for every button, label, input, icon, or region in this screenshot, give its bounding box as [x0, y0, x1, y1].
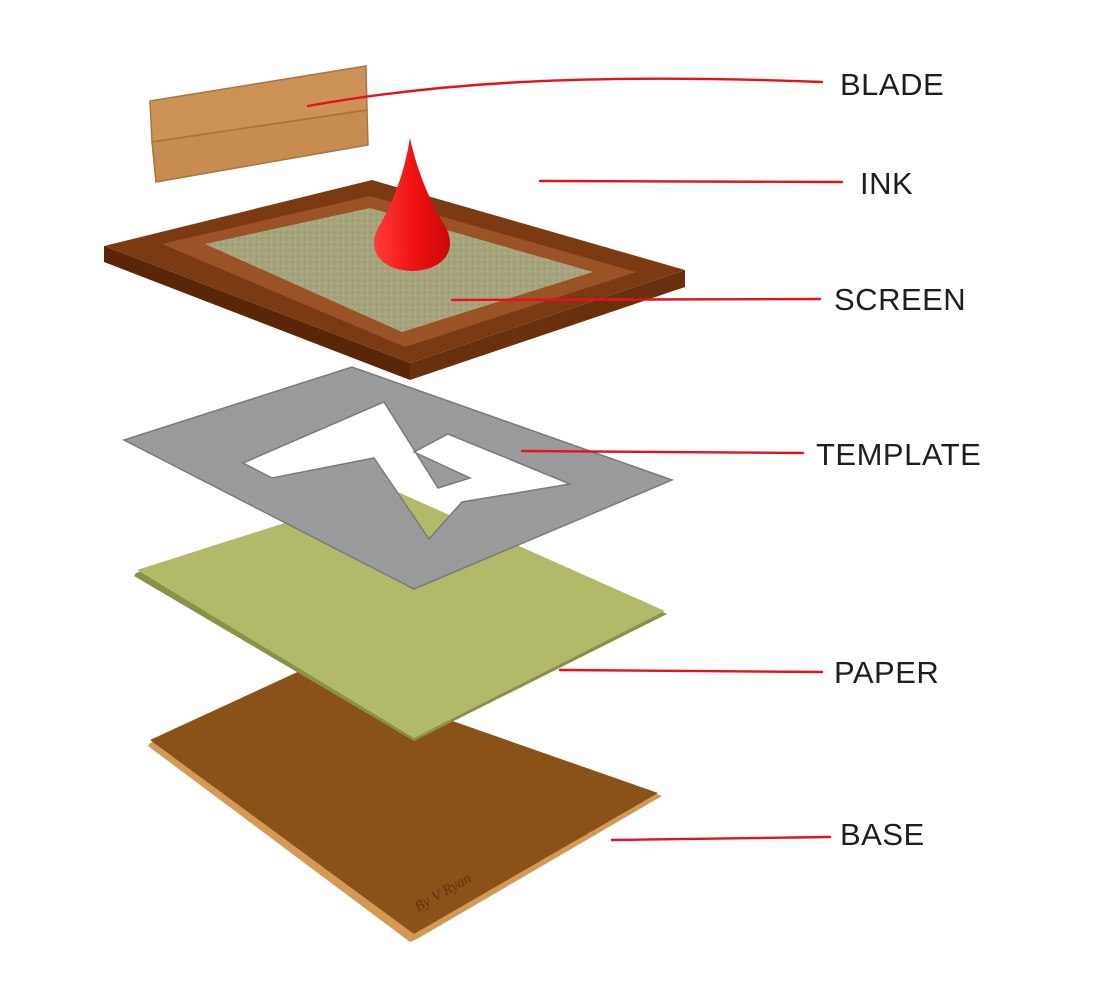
blade-squeegee-crease [151, 109, 368, 143]
label-ink: INK [860, 166, 913, 201]
screen-frame-side [104, 246, 410, 380]
ink-drop-icon [373, 138, 451, 271]
base-board-top [150, 669, 658, 934]
leader-line-base [610, 835, 832, 842]
base-board: By V Ryan [148, 669, 662, 942]
label-screen: SCREEN [834, 282, 966, 317]
label-template: TEMPLATE [816, 437, 981, 472]
template-stencil-sheet [122, 366, 675, 590]
leader-line-screen [450, 297, 822, 302]
label-blade: BLADE [840, 67, 944, 102]
screen-frame-side-right [410, 270, 685, 380]
paper-sheet [134, 489, 667, 741]
blade-squeegee [149, 65, 369, 183]
template-stencil [122, 366, 675, 590]
layer-labels: BLADE INK SCREEN TEMPLATE PAPER BASE [816, 67, 981, 852]
label-paper: PAPER [834, 655, 939, 690]
leader-line-ink [538, 179, 844, 184]
leader-line-blade [306, 77, 824, 108]
leader-line-template [520, 449, 805, 455]
leader-lines [306, 77, 844, 842]
paper-sheet-top [137, 489, 665, 738]
leader-line-paper [558, 668, 824, 674]
label-base: BASE [840, 817, 925, 852]
